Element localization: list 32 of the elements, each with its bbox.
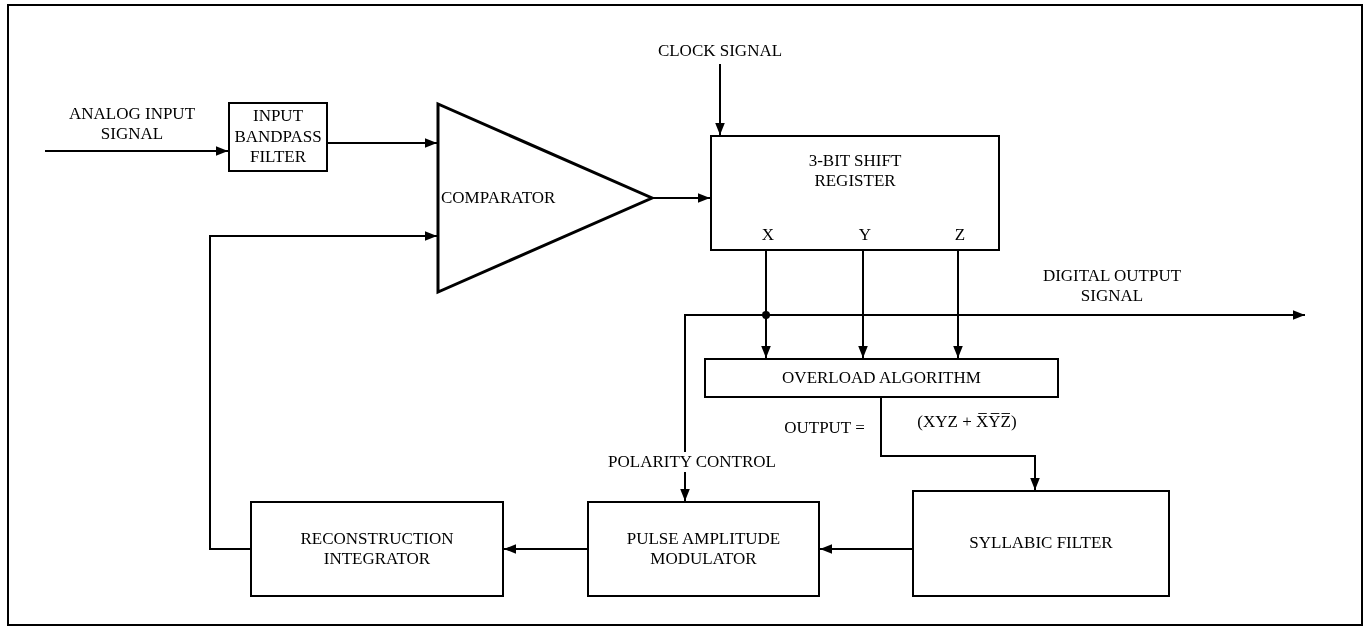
edge-label: ANALOG INPUT SIGNAL (67, 104, 197, 145)
node-label: CLOCK SIGNAL (657, 40, 783, 62)
output-bit-label: X (761, 224, 775, 245)
output-bit-label: Y (858, 224, 872, 245)
formula-label: OUTPUT = (783, 418, 866, 439)
arrow (327, 138, 438, 148)
arrow (953, 250, 963, 359)
arrow (503, 544, 588, 554)
arrow (880, 397, 1040, 491)
arrow (44, 146, 229, 156)
edge-label: DIGITAL OUTPUT SIGNAL (1041, 266, 1183, 307)
arrow (652, 193, 711, 203)
arrow (680, 250, 767, 502)
node-label: 3-BIT SHIFT REGISTER (807, 151, 903, 192)
process-box (250, 501, 504, 597)
comparator-triangle (437, 103, 653, 293)
arrow (819, 544, 913, 554)
edge-label: (XYZ + X̅Y̅Z̅) (916, 412, 1018, 433)
process-box (710, 135, 1000, 251)
arrow (858, 250, 868, 359)
node-label: RECONSTRUCTION INTEGRATOR (299, 528, 455, 570)
node-label: OVERLOAD ALGORITHM (782, 367, 981, 389)
node-label: COMPARATOR (441, 187, 556, 209)
node-label: SYLLABIC FILTER (969, 533, 1113, 554)
process-box (587, 501, 820, 597)
process-box (912, 490, 1170, 597)
node-label: PULSE AMPLITUDE MODULATOR (625, 528, 782, 570)
arrow (209, 231, 438, 550)
arrow (715, 63, 725, 136)
output-bit-label: Z (954, 224, 966, 245)
process-box (704, 358, 1059, 398)
node-label: INPUT BANDPASS FILTER (233, 106, 323, 168)
